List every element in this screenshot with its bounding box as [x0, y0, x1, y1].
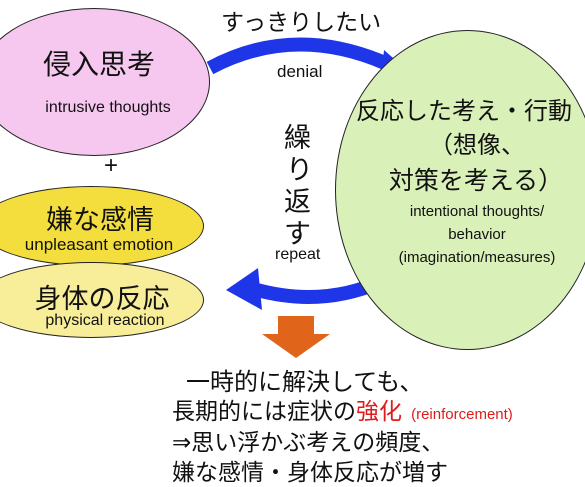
intrusive-thoughts-ellipse: [0, 8, 210, 156]
physical-en: physical reaction: [45, 312, 165, 329]
conclusion-line-2: 長期的には症状の強化 (reinforcement): [172, 392, 513, 426]
intentional-jp-2: （想像、: [429, 131, 525, 159]
emotion-en: unpleasant emotion: [24, 235, 174, 254]
intentional-behavior-ellipse: [335, 30, 585, 350]
repeat-en: repeat: [275, 246, 321, 263]
intentional-jp-1: 反応した考え・行動: [356, 97, 572, 125]
intrusive-jp: 侵入思考: [42, 48, 155, 81]
intrusive-en: intrusive thoughts: [45, 99, 171, 116]
result-arrow: [262, 316, 330, 358]
reinforce-jp: 強化: [356, 399, 402, 425]
physical-jp: 身体の反応: [34, 284, 170, 315]
repeat-char-4: す: [284, 219, 311, 250]
conclusion-line-3: ⇒思い浮かぶ考えの頻度、: [172, 430, 445, 456]
intentional-en-3: (imagination/measures): [398, 249, 556, 266]
denial-arrow: [206, 37, 404, 77]
unpleasant-emotion-ellipse: [0, 186, 204, 266]
denial-label: denial: [277, 62, 323, 81]
conclusion-line-1: 一時的に解決しても、: [186, 368, 424, 396]
conclusion-line-2a: 長期的には症状の: [172, 399, 356, 425]
repeat-arrow-head: [226, 268, 262, 310]
intentional-en-1: intentional thoughts/: [409, 203, 545, 220]
intentional-jp-3: 対策を考える）: [388, 166, 564, 195]
repeat-char-2: り: [286, 155, 313, 186]
repeat-char-3: 返: [284, 187, 311, 218]
repeat-char-1: 繰: [284, 123, 311, 154]
reinforce-en: (reinforcement): [411, 406, 513, 423]
intentional-en-2: behavior: [448, 226, 506, 243]
emotion-jp: 嫌な感情: [46, 205, 154, 236]
plus-sign: +: [104, 152, 119, 179]
physical-reaction-ellipse: [0, 262, 204, 338]
conclusion-line-4: 嫌な感情・身体反応が増す: [172, 460, 448, 486]
top-label: すっきりしたい: [221, 10, 382, 36]
